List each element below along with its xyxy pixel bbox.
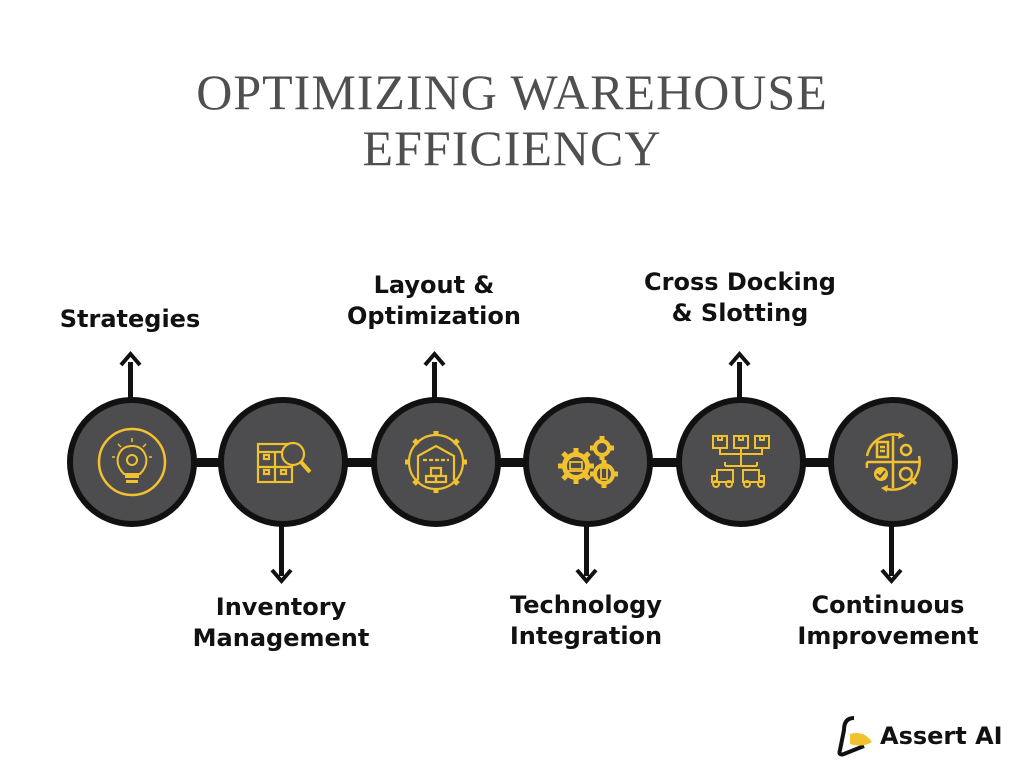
timeline-connector <box>130 458 892 467</box>
brand-name: Assert AI <box>880 722 1003 750</box>
assert-ai-logo-icon <box>837 716 872 757</box>
arrow-up-icon <box>423 350 446 367</box>
arrow-up-stem <box>432 362 437 398</box>
title-line-1: OPTIMIZING WAREHOUSE <box>196 64 828 120</box>
arrow-down-stem <box>889 526 894 576</box>
step-node-strategies <box>67 397 197 527</box>
lightbulb-gear-icon <box>97 427 167 497</box>
step-node-inventory <box>218 397 348 527</box>
step-node-layout <box>371 397 501 527</box>
title-line-2: EFFICIENCY <box>362 120 662 176</box>
step-node-continuous <box>828 397 958 527</box>
step-label-strategies: Strategies <box>59 305 201 333</box>
gears-devices-icon <box>558 436 618 488</box>
arrow-down-icon <box>880 568 903 585</box>
brand-logo: Assert AI <box>834 714 1003 758</box>
step-label-layout: Layout &Optimization <box>347 271 521 330</box>
boxes-trucks-icon <box>711 435 770 488</box>
arrow-up-icon <box>119 350 142 367</box>
arrow-down-icon <box>270 568 293 585</box>
step-node-technology <box>523 397 653 527</box>
arrow-up-stem <box>128 362 133 398</box>
step-node-cross-docking <box>676 397 806 527</box>
arrow-up-icon <box>728 350 751 367</box>
arrow-down-icon <box>575 568 598 585</box>
improvement-cycle-icon <box>865 432 921 492</box>
page-title: OPTIMIZING WAREHOUSE EFFICIENCY <box>0 64 1024 176</box>
shelf-magnifier-icon <box>256 441 312 484</box>
step-label-cross-docking: Cross Docking& Slotting <box>644 268 836 327</box>
arrow-up-stem <box>737 362 742 398</box>
arrow-down-stem <box>279 526 284 576</box>
arrow-down-stem <box>584 526 589 576</box>
warehouse-gear-icon <box>405 431 467 493</box>
